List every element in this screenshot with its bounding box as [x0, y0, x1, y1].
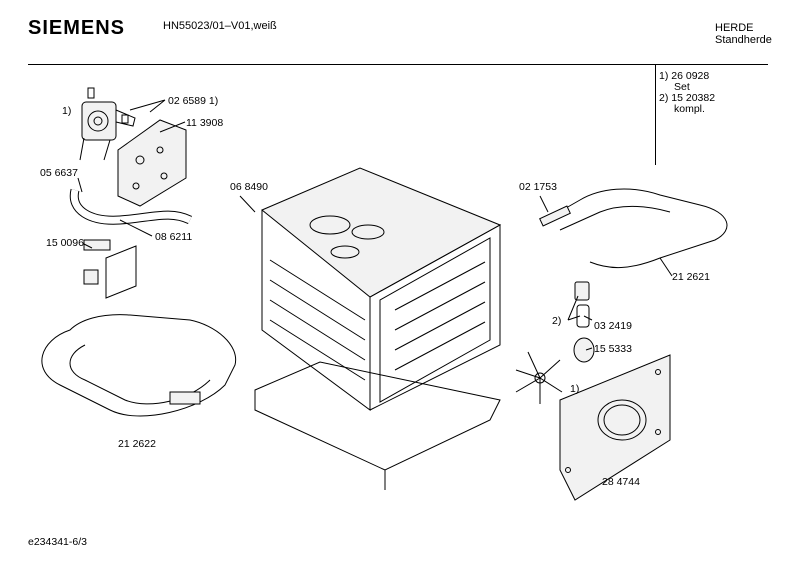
label-212622: 21 2622	[118, 438, 156, 450]
top-heating-element	[539, 188, 728, 269]
label-155333: 15 5333	[594, 343, 632, 355]
label-086211: 08 6211	[155, 231, 192, 243]
label-068490: 06 8490	[230, 181, 268, 193]
base-tray	[254, 361, 501, 490]
label-113908: 11 3908	[186, 117, 223, 129]
model-number: HN55023/01–V01,weiß	[163, 20, 277, 32]
label-032419: 03 2419	[594, 320, 632, 332]
notes-divider	[655, 64, 656, 165]
note-2-line-2: kompl.	[674, 103, 705, 115]
oven-muffle	[261, 167, 502, 411]
label-284744: 28 4744	[602, 476, 640, 488]
bottom-heating-element	[41, 314, 237, 417]
note-2-line-1: 2) 15 20382	[659, 92, 716, 104]
motor-bracket-plate	[117, 119, 187, 207]
label-212621: 21 2621	[672, 271, 710, 283]
oven-lamp-parts	[573, 281, 595, 363]
label-150096: 15 0096	[46, 237, 84, 249]
note-1-line-1: 1) 26 0928	[659, 70, 710, 82]
header-divider	[28, 64, 768, 65]
leader-lines	[77, 99, 673, 351]
note-1-line-2: Set	[674, 81, 690, 93]
terminal-block	[83, 239, 137, 299]
rear-fan-cover	[559, 354, 671, 501]
part-labels: 1) 02 6589 1) 11 3908 05 6637 06 8490 02…	[40, 95, 710, 488]
fan-wheel	[515, 351, 563, 404]
motor-assembly	[79, 87, 136, 161]
document-id: e234341-6/3	[28, 536, 87, 548]
bulb-callout: 2)	[552, 315, 561, 327]
category-subtitle: Standherde	[715, 34, 772, 46]
label-026589: 02 6589 1)	[168, 95, 218, 107]
label-056637: 05 6637	[40, 167, 78, 179]
motor-callout: 1)	[62, 105, 71, 117]
label-021753: 02 1753	[519, 181, 557, 193]
brand-logo: SIEMENS	[28, 17, 126, 39]
fan-callout: 1)	[570, 383, 579, 395]
category-title: HERDE	[715, 22, 754, 34]
